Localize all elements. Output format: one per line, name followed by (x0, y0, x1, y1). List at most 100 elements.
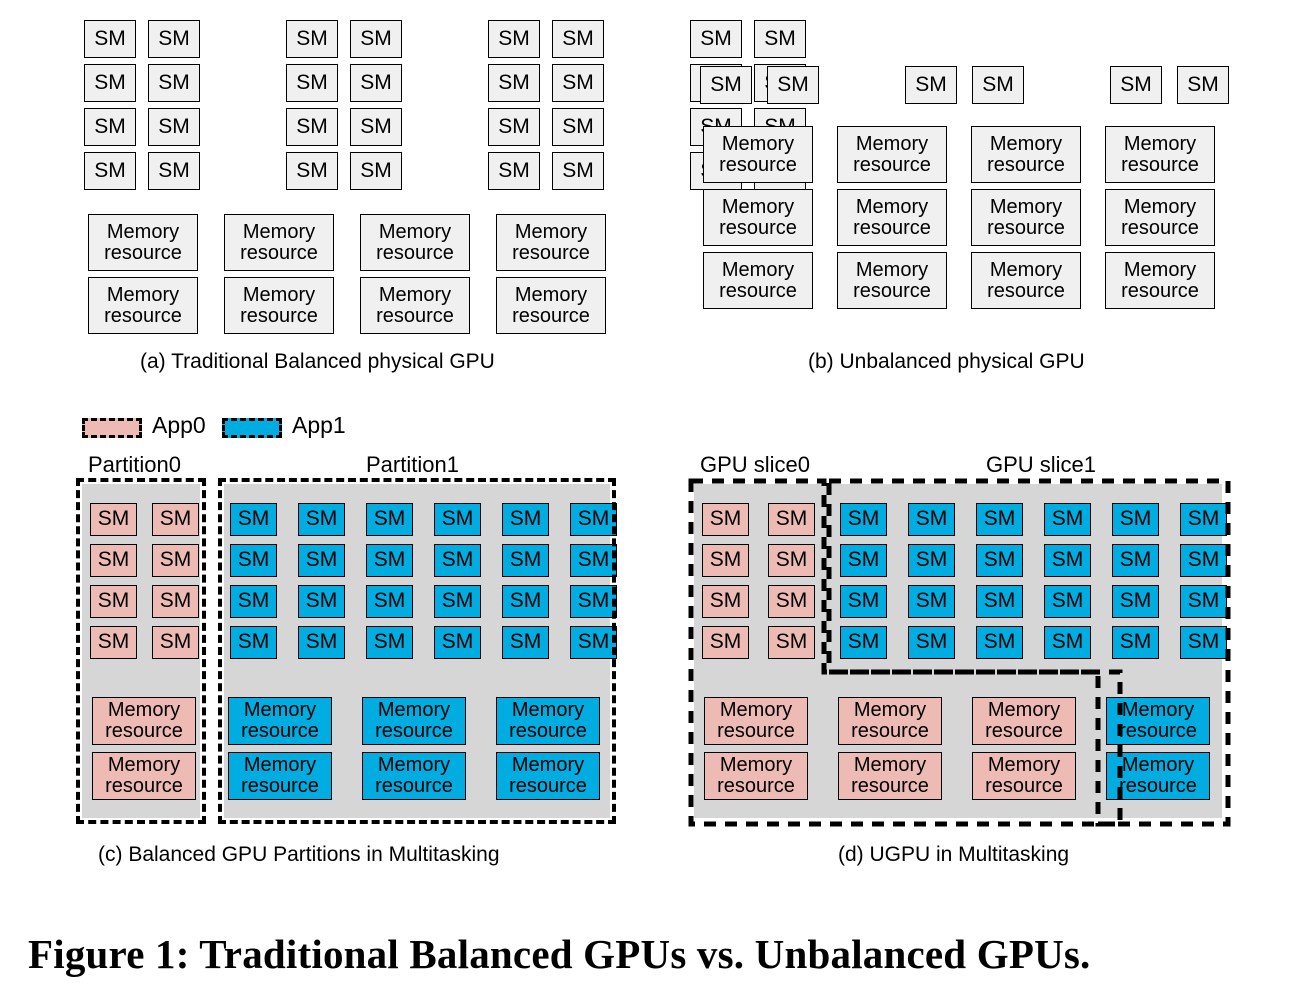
memory-label-line1: Memory (106, 283, 180, 306)
memory-label-line2: resource (240, 241, 318, 264)
panel-c-slice1-sm-3: SM (434, 503, 481, 536)
sm-label: SM (498, 114, 530, 138)
panel-a-sm-17: SM (148, 108, 200, 146)
panel-d-slice1-sm-2: SM (976, 503, 1023, 536)
sm-label: SM (709, 548, 742, 572)
memory-label-line2: resource (987, 279, 1065, 302)
memory-label-line1: Memory (1121, 699, 1195, 721)
panel-c-slice1-sm-1: SM (298, 503, 345, 536)
legend-swatch-app1 (222, 418, 282, 438)
panel-a-sm-7: SM (754, 20, 806, 58)
sm-label: SM (562, 70, 594, 94)
memory-label-line2: resource (376, 241, 454, 264)
sm-label: SM (1187, 507, 1220, 531)
memory-label-line1: Memory (987, 754, 1061, 776)
sm-label: SM (577, 630, 610, 654)
sm-label: SM (97, 548, 130, 572)
sm-label: SM (441, 548, 474, 572)
sm-label: SM (441, 589, 474, 613)
panel-a-sm-20: SM (488, 108, 540, 146)
memory-label-line2: resource (719, 279, 797, 302)
sm-label: SM (775, 630, 808, 654)
memory-label-line2: resource (105, 720, 183, 742)
sm-label: SM (441, 507, 474, 531)
sm-label: SM (509, 630, 542, 654)
memory-label-line2: resource (1119, 775, 1197, 797)
sm-label: SM (159, 630, 192, 654)
sm-label: SM (360, 114, 392, 138)
sm-label: SM (498, 26, 530, 50)
memory-label-line1: Memory (243, 699, 317, 721)
sm-label: SM (915, 507, 948, 531)
panel-d-slice1-sm-9: SM (1044, 544, 1091, 577)
panel-c-slice1-label: Partition1 (366, 452, 459, 477)
sm-label: SM (159, 548, 192, 572)
panel-d-slice1-sm-19: SM (908, 626, 955, 659)
sm-label: SM (577, 589, 610, 613)
memory-label-line1: Memory (243, 754, 317, 776)
panel-c-slice1-sm-23: SM (570, 626, 617, 659)
panel-d-slice1-sm-3: SM (1044, 503, 1091, 536)
panel-a-sm-4: SM (488, 20, 540, 58)
memory-label-line1: Memory (1123, 258, 1197, 281)
sm-label: SM (562, 26, 594, 50)
sm-label: SM (360, 26, 392, 50)
panel-c-slice1-sm-17: SM (570, 585, 617, 618)
panel-b-sm-4: SM (1110, 66, 1162, 104)
memory-label-line2: resource (1119, 720, 1197, 742)
panel-b-sm-5: SM (1177, 66, 1229, 104)
sm-label: SM (915, 72, 947, 96)
sm-label: SM (1051, 589, 1084, 613)
sm-label: SM (97, 507, 130, 531)
memory-label-line1: Memory (514, 220, 588, 243)
memory-label-line2: resource (985, 720, 1063, 742)
panel-d-slice0-label: GPU slice0 (700, 452, 811, 477)
sm-label: SM (97, 630, 130, 654)
panel-c-slice1-sm-0: SM (230, 503, 277, 536)
panel-a-sm-16: SM (84, 108, 136, 146)
panel-a-sm-9: SM (148, 64, 200, 102)
memory-label-line1: Memory (987, 699, 1061, 721)
panel-c-slice0-sm-0: SM (90, 503, 137, 536)
sm-label: SM (777, 72, 809, 96)
sm-label: SM (847, 507, 880, 531)
panel-a-sm-3: SM (350, 20, 402, 58)
memory-label-line2: resource (105, 775, 183, 797)
memory-label-line2: resource (717, 720, 795, 742)
sm-label: SM (509, 589, 542, 613)
panel-c-slice0-sm-2: SM (90, 544, 137, 577)
panel-d-slice1-sm-13: SM (908, 585, 955, 618)
panel-c-slice1-sm-10: SM (502, 544, 549, 577)
memory-label-line2: resource (240, 304, 318, 327)
memory-label-line1: Memory (106, 220, 180, 243)
panel-d-caption: (d) UGPU in Multitasking (838, 843, 1070, 866)
sm-label: SM (1120, 72, 1152, 96)
legend-label-app1: App1 (292, 412, 346, 438)
memory-label-line1: Memory (378, 283, 452, 306)
sm-label: SM (1051, 548, 1084, 572)
panel-d-slice1-sm-20: SM (976, 626, 1023, 659)
sm-label: SM (94, 70, 126, 94)
memory-label-line2: resource (851, 720, 929, 742)
panel-c-slice1-sm-19: SM (298, 626, 345, 659)
memory-label-line1: Memory (1123, 132, 1197, 155)
sm-label: SM (1051, 630, 1084, 654)
sm-label: SM (305, 589, 338, 613)
sm-label: SM (1187, 72, 1219, 96)
panel-a-sm-5: SM (552, 20, 604, 58)
memory-label-line1: Memory (107, 699, 181, 721)
memory-label-line1: Memory (721, 258, 795, 281)
